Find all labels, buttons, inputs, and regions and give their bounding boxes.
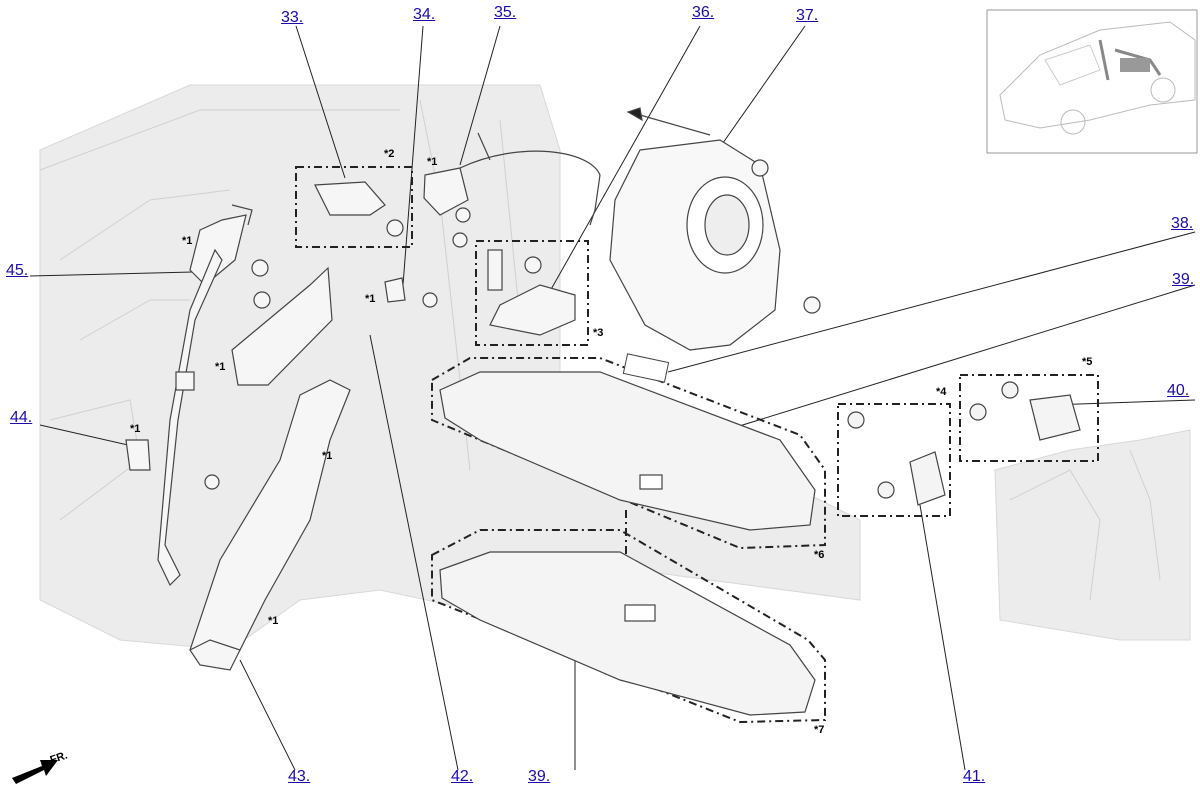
note-mark-2: *2 xyxy=(384,148,395,160)
luggage-floor-boards xyxy=(439,371,816,716)
vehicle-body-background xyxy=(39,84,1191,651)
callout-33[interactable]: 33. xyxy=(281,9,304,26)
callout-34[interactable]: 34. xyxy=(413,6,436,23)
note-mark-1: *1 xyxy=(268,615,279,627)
callout-39-right[interactable]: 39. xyxy=(1172,271,1195,288)
note-mark-1: *1 xyxy=(130,423,141,435)
electronic-modules xyxy=(847,381,1081,506)
note-mark-3: *3 xyxy=(593,327,604,339)
note-mark-4: *4 xyxy=(936,386,947,398)
callout-37[interactable]: 37. xyxy=(796,7,819,24)
note-mark-7: *7 xyxy=(814,724,825,736)
callout-41[interactable]: 41. xyxy=(963,768,986,785)
front-direction-arrow-icon xyxy=(12,760,58,784)
subwoofer-enclosure xyxy=(609,107,821,351)
note-mark-1: *1 xyxy=(215,361,226,373)
note-mark-1: *1 xyxy=(427,156,438,168)
seat-belt-assembly xyxy=(125,204,271,587)
callout-43[interactable]: 43. xyxy=(288,768,311,785)
note-mark-1: *1 xyxy=(182,235,193,247)
callout-35[interactable]: 35. xyxy=(494,4,517,21)
leader-lines xyxy=(29,25,1196,771)
callout-39-bottom[interactable]: 39. xyxy=(528,768,551,785)
note-mark-5: *5 xyxy=(1082,356,1093,368)
callout-44[interactable]: 44. xyxy=(10,409,33,426)
callout-38[interactable]: 38. xyxy=(1171,215,1194,232)
callout-40[interactable]: 40. xyxy=(1167,382,1190,399)
small-trim-parts xyxy=(314,181,438,308)
rear-belt-and-bracket xyxy=(423,132,601,336)
callout-36[interactable]: 36. xyxy=(692,4,715,21)
pad-part xyxy=(622,353,670,383)
callout-42[interactable]: 42. xyxy=(451,768,474,785)
callout-45[interactable]: 45. xyxy=(6,262,29,279)
note-mark-6: *6 xyxy=(814,549,825,561)
pillar-trims xyxy=(189,266,351,671)
note-mark-1: *1 xyxy=(322,450,333,462)
note-mark-1: *1 xyxy=(365,293,376,305)
vehicle-overview-inset xyxy=(986,9,1198,154)
